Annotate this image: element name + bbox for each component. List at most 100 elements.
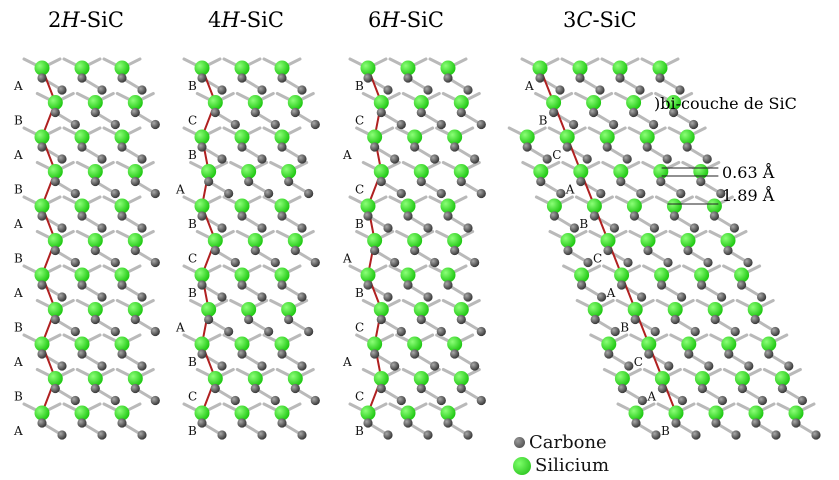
carbon-atom (230, 257, 240, 268)
carbon-atom (290, 245, 300, 256)
carbon-atom (217, 223, 227, 233)
carbon-atom (210, 383, 220, 394)
carbon-atom (456, 314, 466, 325)
stacking-label-3c: A (524, 79, 534, 93)
silicon-atom (47, 164, 63, 179)
silicon-atom (207, 95, 223, 110)
carbon-atom (290, 107, 300, 118)
carbon-atom (90, 383, 100, 394)
stacking-label-6h: C (355, 321, 364, 335)
carbon-atom (657, 280, 667, 290)
carbon-atom (470, 361, 480, 371)
carbon-atom (130, 383, 140, 394)
stacking-label-4h: B (188, 355, 197, 369)
silicon-atom (274, 336, 290, 352)
carbon-atom (583, 257, 593, 268)
silicon-atom (720, 233, 736, 248)
carbon-atom (423, 223, 433, 233)
carbon-atom (257, 292, 267, 302)
carbon-atom (117, 73, 127, 83)
silicon-atom (281, 164, 297, 179)
carbon-atom (522, 142, 532, 152)
carbon-atom (50, 383, 60, 394)
silicon-atom (413, 371, 429, 386)
carbon-atom (649, 119, 659, 130)
silicon-atom (114, 129, 130, 145)
carbon-atom (110, 257, 120, 268)
carbon-atom (642, 142, 652, 152)
carbon-atom (137, 430, 147, 440)
carbon-atom (669, 107, 679, 118)
silicon-atom (586, 95, 602, 110)
silicon-atom (194, 60, 210, 76)
silicon-atom (614, 267, 630, 283)
silicon-atom (74, 267, 90, 283)
carbon-atom (717, 292, 727, 302)
carbon-atom (430, 257, 440, 268)
carbon-atom (410, 245, 420, 256)
silicon-atom (400, 60, 416, 76)
silicon-atom (127, 233, 143, 248)
silicon-atom (546, 198, 562, 214)
carbon-atom (304, 188, 314, 199)
carbon-atom (590, 314, 600, 325)
carbon-atom (237, 418, 247, 428)
carbon-atom (443, 73, 453, 83)
carbon-atom (416, 176, 426, 187)
stacking-label-4h: B (188, 148, 197, 162)
carbon-atom (310, 119, 320, 130)
carbon-atom (110, 326, 120, 337)
carbon-atom (383, 430, 393, 440)
stacking-label-4h: B (188, 79, 197, 93)
carbon-atom (197, 142, 207, 152)
silicon-atom (453, 164, 469, 179)
carbon-atom (669, 211, 680, 221)
carbon-atom (684, 349, 694, 359)
silicon-atom (241, 302, 257, 317)
carbon-atom (556, 188, 566, 199)
silicon-atom (640, 233, 656, 248)
carbon-atom (50, 245, 60, 256)
carbon-atom (671, 418, 681, 428)
stacking-label-4h: C (188, 390, 197, 404)
stacking-label-3c: A (606, 286, 616, 300)
silicon-atom (708, 405, 724, 421)
carbon-atom (117, 280, 127, 290)
carbon-atom (470, 257, 480, 268)
silicon-atom (560, 233, 576, 248)
carbon-atom (410, 142, 420, 152)
carbon-atom (110, 395, 120, 406)
carbon-atom (609, 119, 619, 130)
carbon-atom (137, 154, 147, 164)
silicon-atom (360, 405, 376, 421)
stacking-label-3c: C (593, 252, 602, 266)
stacking-label-6h: B (355, 79, 364, 93)
carbon-atom (456, 383, 466, 394)
carbon-atom (476, 395, 486, 406)
carbon-atom (664, 361, 674, 371)
silicon-atom (440, 267, 456, 283)
carbon-atom (697, 383, 708, 394)
carbon-atom (443, 418, 453, 428)
carbon-atom (463, 85, 473, 95)
carbon-atom (677, 292, 687, 302)
carbon-atom (396, 326, 406, 337)
carbon-atom (297, 154, 307, 164)
spacing-small-label: 0.63 Å (722, 163, 775, 182)
carbon-atom (97, 292, 107, 302)
silicon-atom (87, 95, 103, 110)
stacking-label-6h: C (355, 114, 364, 128)
carbon-atom (436, 395, 446, 406)
carbon-atom (390, 257, 400, 268)
carbon-atom (204, 176, 214, 187)
silicon-atom (34, 198, 50, 214)
legend-silicon: Silicium (513, 455, 609, 476)
carbon-atom (691, 430, 701, 440)
carbon-atom (290, 383, 300, 394)
silicon-atom (440, 60, 456, 76)
carbon-atom (77, 418, 87, 428)
carbon-atom (764, 349, 774, 359)
carbon-atom (90, 176, 100, 187)
silicon-atom (440, 198, 456, 214)
